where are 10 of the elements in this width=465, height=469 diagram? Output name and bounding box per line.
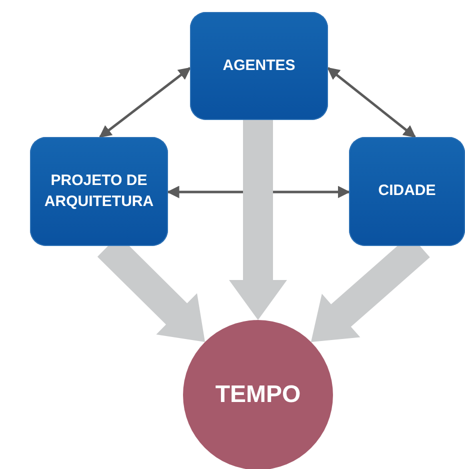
node-label: TEMPO xyxy=(214,380,302,410)
rounded-box xyxy=(190,12,328,120)
rounded-box xyxy=(349,137,465,246)
double-arrow xyxy=(327,67,416,138)
node-label: AGENTES xyxy=(222,56,296,76)
node-label: PROJETO DE ARQUITETURA xyxy=(43,171,155,212)
rounded-box xyxy=(30,137,168,246)
double-arrow xyxy=(99,67,191,138)
node-label: CIDADE xyxy=(377,181,437,202)
thick-arrow xyxy=(229,120,287,320)
